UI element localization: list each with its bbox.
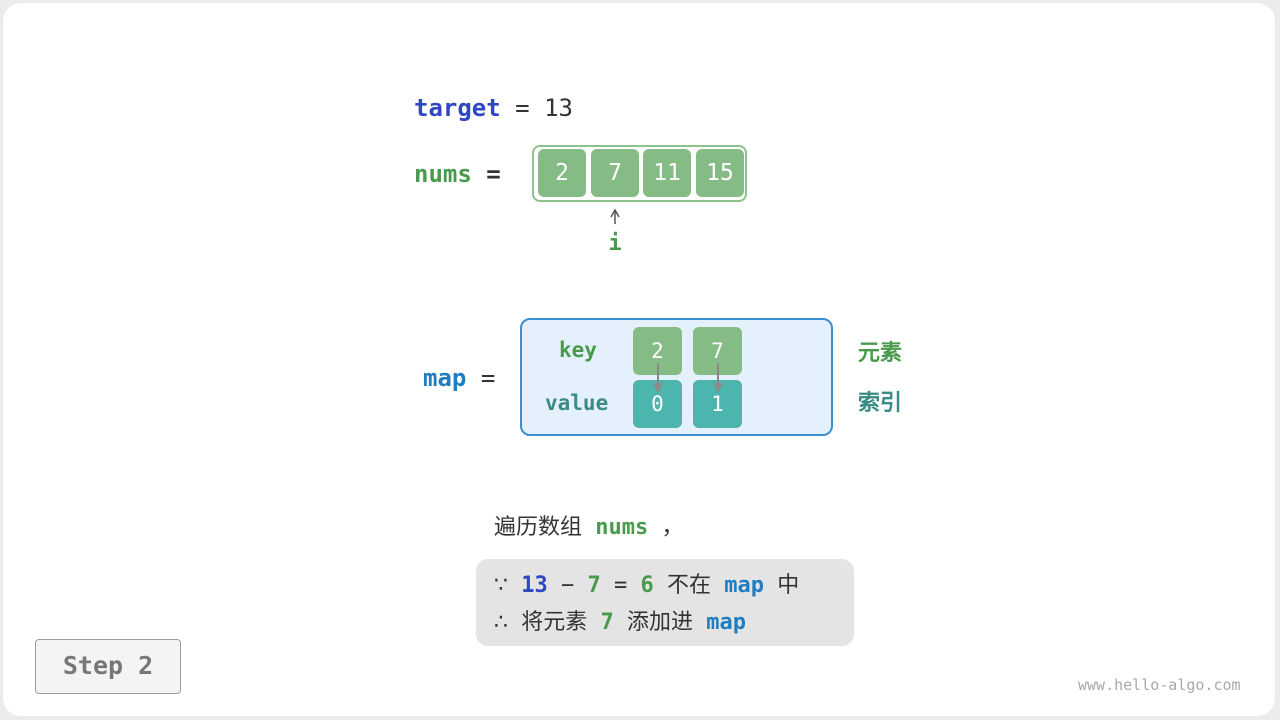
array-cell: 2 [538,149,586,197]
array-cell: 11 [643,149,691,197]
explanation-box [476,559,854,646]
map-eq: = [480,364,496,392]
watermark: www.hello-algo.com [1078,676,1241,694]
explanation-line-3: ∴ 将元素 7 添加进 map [494,610,747,635]
target-eq: = [515,94,530,122]
array-cell: 7 [591,149,639,197]
pointer-arrow-icon [610,208,620,224]
value-row-label: value [545,391,609,415]
target-line: target = 13 [414,92,573,124]
key-value-arrow-icon [713,363,723,393]
target-var: target [414,94,501,122]
map-var: map [423,364,467,392]
key-desc: 元素 [858,341,903,366]
map-label: map = [423,362,495,394]
key-value-arrow-icon [653,363,663,393]
explanation-line-2: ∵ 13 − 7 = 6 不在 map 中 [494,573,800,598]
step-badge: Step 2 [35,639,181,694]
array-cell: 15 [696,149,744,197]
key-row-label: key [559,338,597,362]
nums-eq: = [486,160,501,188]
pointer-label: i [608,231,622,256]
target-value: 13 [544,94,573,122]
nums-label: nums = [414,158,501,190]
value-desc: 索引 [858,391,903,416]
nums-ref: nums [595,515,649,540]
nums-var: nums [414,160,472,188]
nums-array [532,145,747,202]
explanation-line-1: 遍历数组 nums ， [494,515,684,540]
map-key-cell: 2 [633,327,682,375]
